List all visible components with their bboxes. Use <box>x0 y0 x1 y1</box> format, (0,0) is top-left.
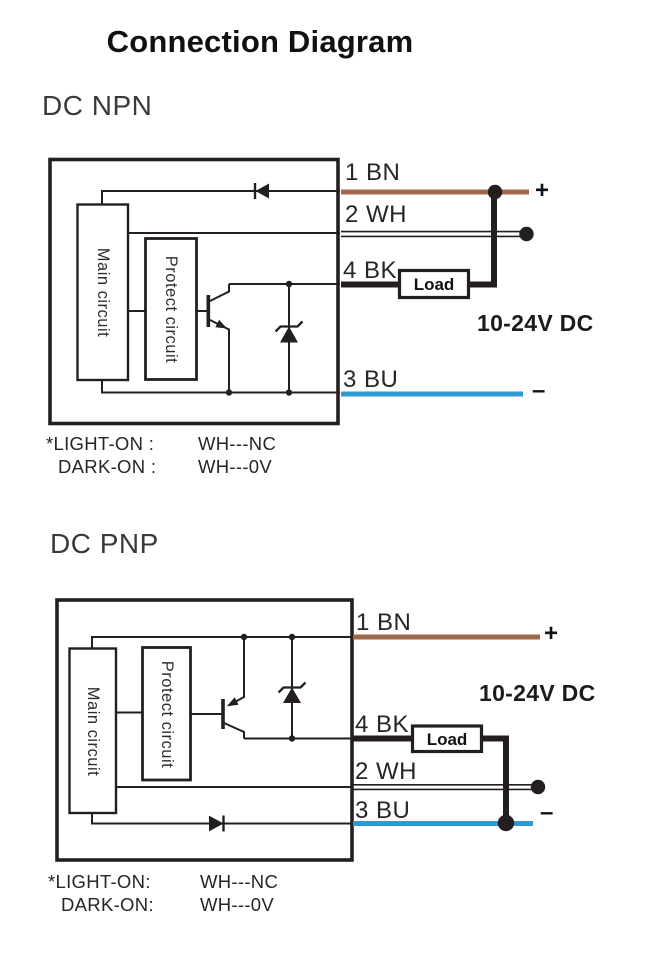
pnp-protect-circuit-box <box>141 646 192 782</box>
npn-heading: DC NPN <box>42 90 153 121</box>
pnp-wire-label-bu: 3 BU <box>355 797 411 824</box>
pnp-wire-label-bk: 4 BK <box>355 711 410 738</box>
pnp-heading: DC PNP <box>50 528 159 559</box>
pnp-bn-internal-wire <box>91 636 352 648</box>
npn-wire-label-bn: 1 BN <box>345 159 401 186</box>
npn-wire-label-bk: 4 BK <box>343 257 398 284</box>
npn-junction-dots <box>225 184 534 396</box>
npn-circuit <box>48 157 534 426</box>
pnp-zener-diode-symbol <box>277 637 307 739</box>
npn-note-light-on-label: *LIGHT-ON : <box>46 433 155 454</box>
pnp-voltage-label: 10-24V DC <box>479 680 596 706</box>
pnp-outer-box <box>55 598 354 862</box>
npn-bn-terminal-dot <box>487 184 503 200</box>
npn-minus-terminal: – <box>532 377 546 404</box>
npn-voltage-label: 10-24V DC <box>477 310 594 336</box>
npn-wh-terminal-dot <box>519 226 534 242</box>
pnp-minus-terminal: – <box>540 799 554 826</box>
pnp-wire-label-wh: 2 WH <box>355 758 417 785</box>
pnp-note-dark-on-label: DARK-ON: <box>61 894 154 915</box>
npn-note-dark-on-label: DARK-ON : <box>58 456 157 477</box>
pnp-diode-symbol <box>209 815 225 832</box>
npn-bn-internal-wire <box>101 190 340 204</box>
npn-wire-label-wh: 2 WH <box>345 201 407 228</box>
page-title: Connection Diagram <box>106 24 414 59</box>
pnp-wire-label-bn: 1 BN <box>356 609 412 636</box>
npn-note-light-on-value: WH---NC <box>198 433 277 454</box>
npn-wire-label-bu: 3 BU <box>343 366 399 393</box>
pnp-bu-junction-dot <box>497 814 515 832</box>
pnp-wh-terminal-dot <box>530 779 546 795</box>
pnp-main-circuit-label: Main circuit <box>84 686 103 776</box>
pnp-note-light-on-value: WH---NC <box>200 871 279 892</box>
pnp-load-label: Load <box>426 730 468 749</box>
npn-main-circuit-label: Main circuit <box>94 247 113 338</box>
npn-bottom-internal-wire <box>101 380 340 394</box>
pnp-bu-internal-wire <box>91 813 352 825</box>
pnp-load-to-minus-wire <box>481 735 509 821</box>
npn-note-dark-on-value: WH---0V <box>198 456 273 477</box>
npn-main-circuit-box <box>76 203 130 382</box>
pnp-protect-circuit-label: Protect circuit <box>158 660 177 768</box>
pnp-circuit <box>55 598 546 862</box>
npn-outer-box <box>48 157 340 426</box>
pnp-transistor-symbol <box>221 637 245 739</box>
npn-protect-circuit-box <box>144 237 198 381</box>
npn-zener-diode-symbol <box>274 284 304 392</box>
npn-transistor-symbol <box>206 284 230 392</box>
npn-load-to-plus-wire <box>468 195 497 288</box>
pnp-note-dark-on-value: WH---0V <box>200 894 275 915</box>
pnp-main-circuit-box <box>68 647 118 815</box>
pnp-junction-dots <box>240 633 546 832</box>
npn-protect-circuit-label: Protect circuit <box>162 255 181 363</box>
pnp-plus-terminal: + <box>544 620 559 647</box>
npn-load-box <box>397 268 471 300</box>
pnp-load-box <box>410 724 484 754</box>
npn-plus-terminal: + <box>535 177 550 204</box>
npn-reverse-diode-symbol <box>253 183 269 199</box>
pnp-note-light-on-label: *LIGHT-ON: <box>48 871 151 892</box>
npn-load-label: Load <box>413 275 455 294</box>
